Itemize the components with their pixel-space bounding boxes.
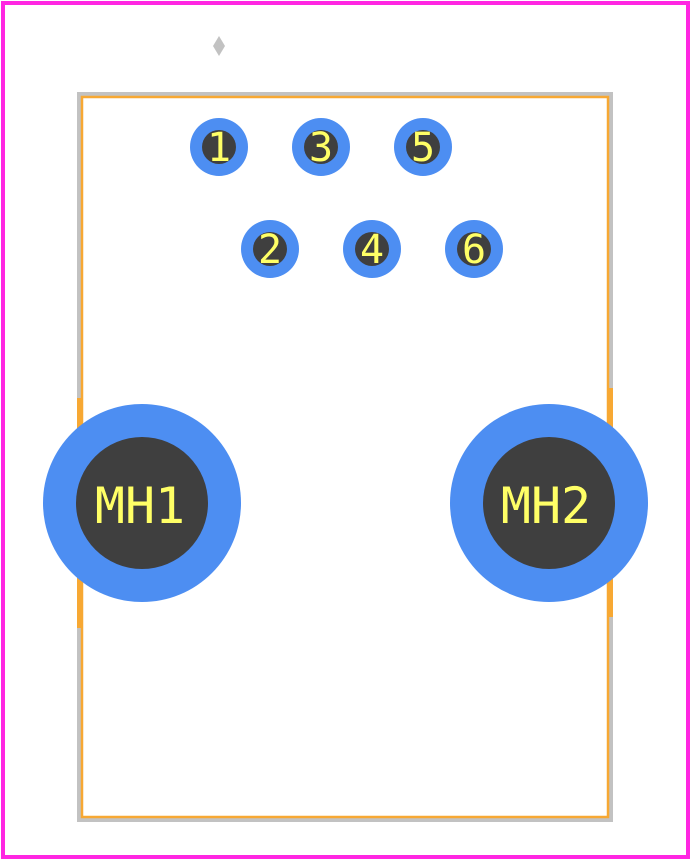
mounting-holes: MH1 MH2 <box>43 404 648 602</box>
pad-label: 2 <box>258 227 282 273</box>
pad-label: 4 <box>360 227 384 273</box>
mounting-hole-label: MH2 <box>501 477 591 535</box>
pad-label: 6 <box>462 227 486 273</box>
pad-label: 5 <box>411 125 435 171</box>
pad-pin-3[interactable]: 3 <box>292 118 350 176</box>
mounting-hole-mh2[interactable]: MH2 <box>450 404 648 602</box>
mounting-hole-label: MH1 <box>95 477 185 535</box>
pad-pin-2[interactable]: 2 <box>241 220 299 278</box>
pad-pin-1[interactable]: 1 <box>190 118 248 176</box>
pad-pin-6[interactable]: 6 <box>445 220 503 278</box>
pin-1-origin-diamond-icon <box>213 36 225 56</box>
pad-pin-5[interactable]: 5 <box>394 118 452 176</box>
pad-label: 1 <box>207 125 231 171</box>
pad-pin-4[interactable]: 4 <box>343 220 401 278</box>
mounting-hole-mh1[interactable]: MH1 <box>43 404 241 602</box>
pad-label: 3 <box>309 125 333 171</box>
signal-pads: 1 2 3 4 5 6 <box>190 118 503 278</box>
